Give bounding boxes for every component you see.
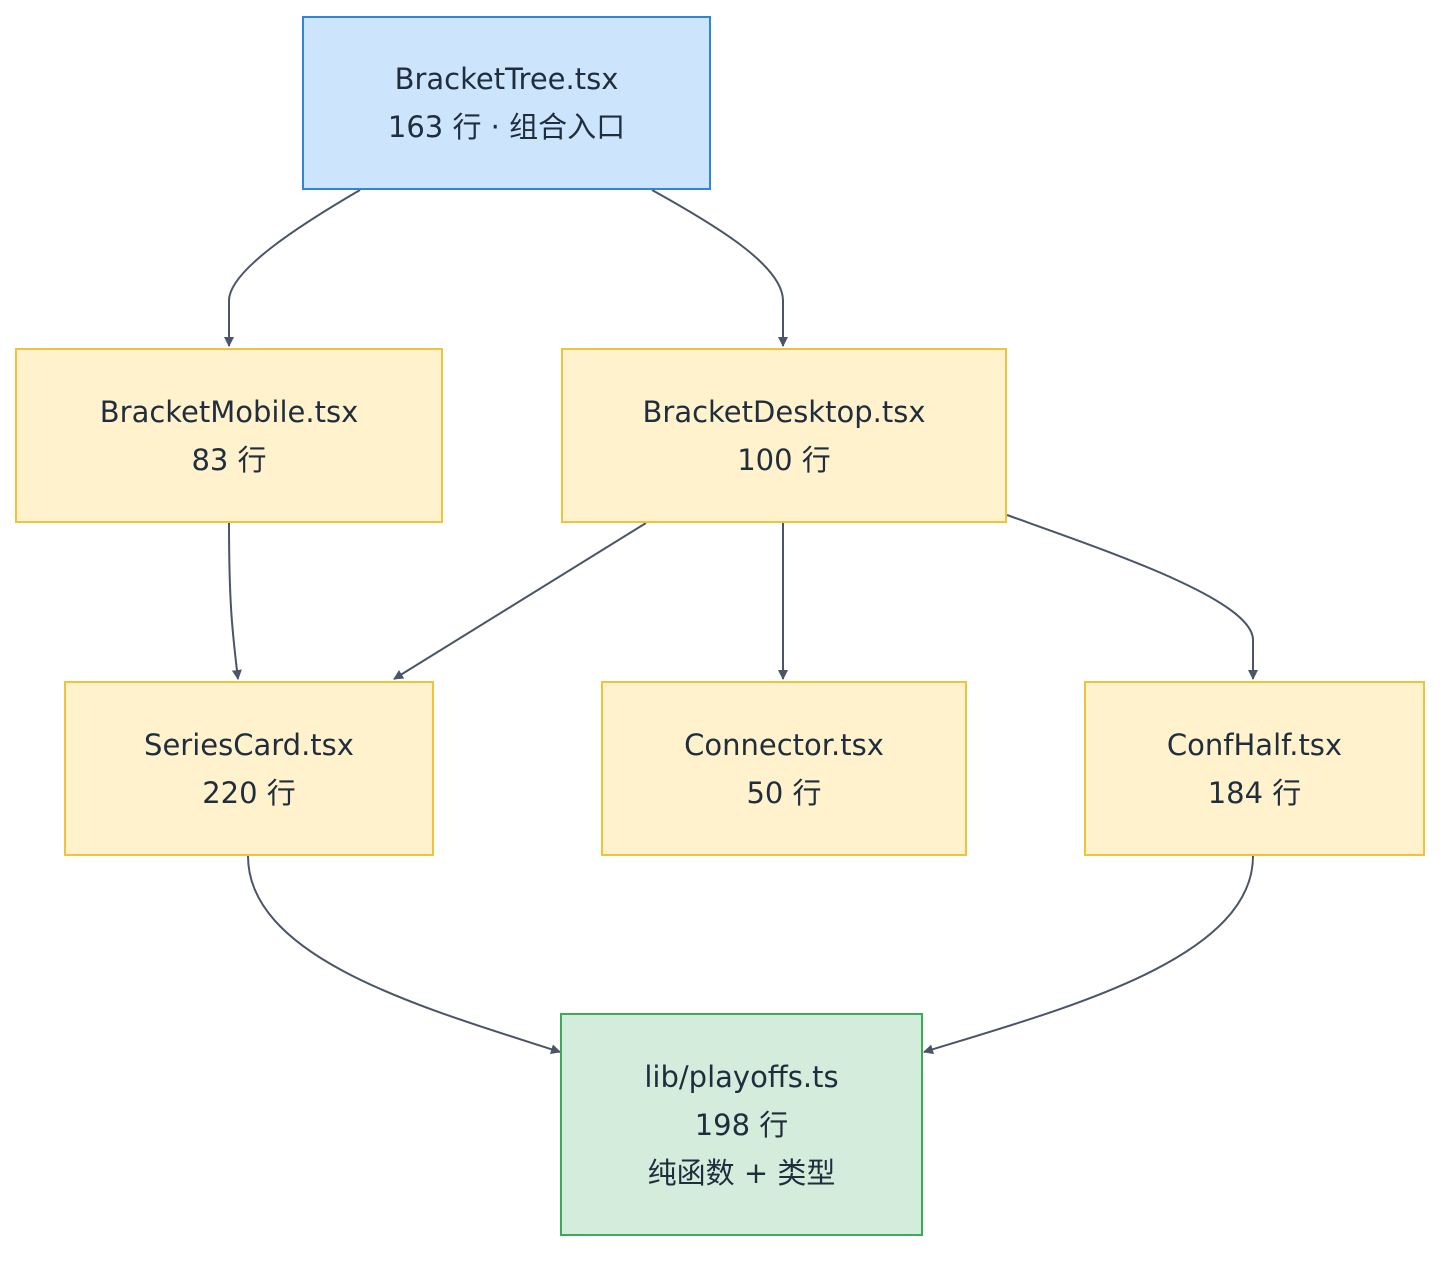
- edge-desktop-to-confhalf: [1006, 514, 1258, 680]
- edge-desktop-to-series: [393, 522, 647, 680]
- node-bracket-mobile: BracketMobile.tsx 83 行: [15, 348, 443, 523]
- node-bracket-desktop: BracketDesktop.tsx 100 行: [561, 348, 1007, 523]
- node-bracket-mobile-detail: 83 行: [191, 442, 267, 477]
- node-bracket-mobile-name: BracketMobile.tsx: [99, 394, 359, 429]
- edge-series-to-lib: [247, 855, 561, 1054]
- edge-tree-to-desktop: [651, 189, 788, 347]
- node-lib-playoffs-note: 纯函数 + 类型: [647, 1155, 836, 1190]
- node-bracket-desktop-name: BracketDesktop.tsx: [642, 394, 926, 429]
- edge-confhalf-to-lib: [923, 855, 1254, 1055]
- node-lib-playoffs-detail: 198 行: [694, 1107, 789, 1142]
- node-conf-half: ConfHalf.tsx 184 行: [1084, 681, 1425, 856]
- node-series-card-detail: 220 行: [202, 775, 296, 810]
- edge-mobile-to-series: [228, 522, 242, 680]
- node-bracket-tree-detail: 163 行 · 组合入口: [387, 110, 626, 144]
- node-connector-detail: 50 行: [746, 775, 822, 810]
- node-series-card-name: SeriesCard.tsx: [144, 727, 354, 762]
- edge-tree-to-mobile: [224, 189, 361, 347]
- node-lib-playoffs: lib/playoffs.ts 198 行 纯函数 + 类型: [560, 1013, 923, 1236]
- node-lib-playoffs-name: lib/playoffs.ts: [644, 1059, 839, 1094]
- node-connector-name: Connector.tsx: [684, 727, 884, 762]
- node-bracket-desktop-detail: 100 行: [737, 442, 831, 477]
- node-series-card: SeriesCard.tsx 220 行: [64, 681, 434, 856]
- node-conf-half-name: ConfHalf.tsx: [1166, 727, 1343, 762]
- node-bracket-tree: BracketTree.tsx 163 行 · 组合入口: [302, 16, 711, 190]
- node-bracket-tree-name: BracketTree.tsx: [394, 62, 619, 96]
- node-connector: Connector.tsx 50 行: [601, 681, 967, 856]
- node-conf-half-detail: 184 行: [1207, 775, 1302, 810]
